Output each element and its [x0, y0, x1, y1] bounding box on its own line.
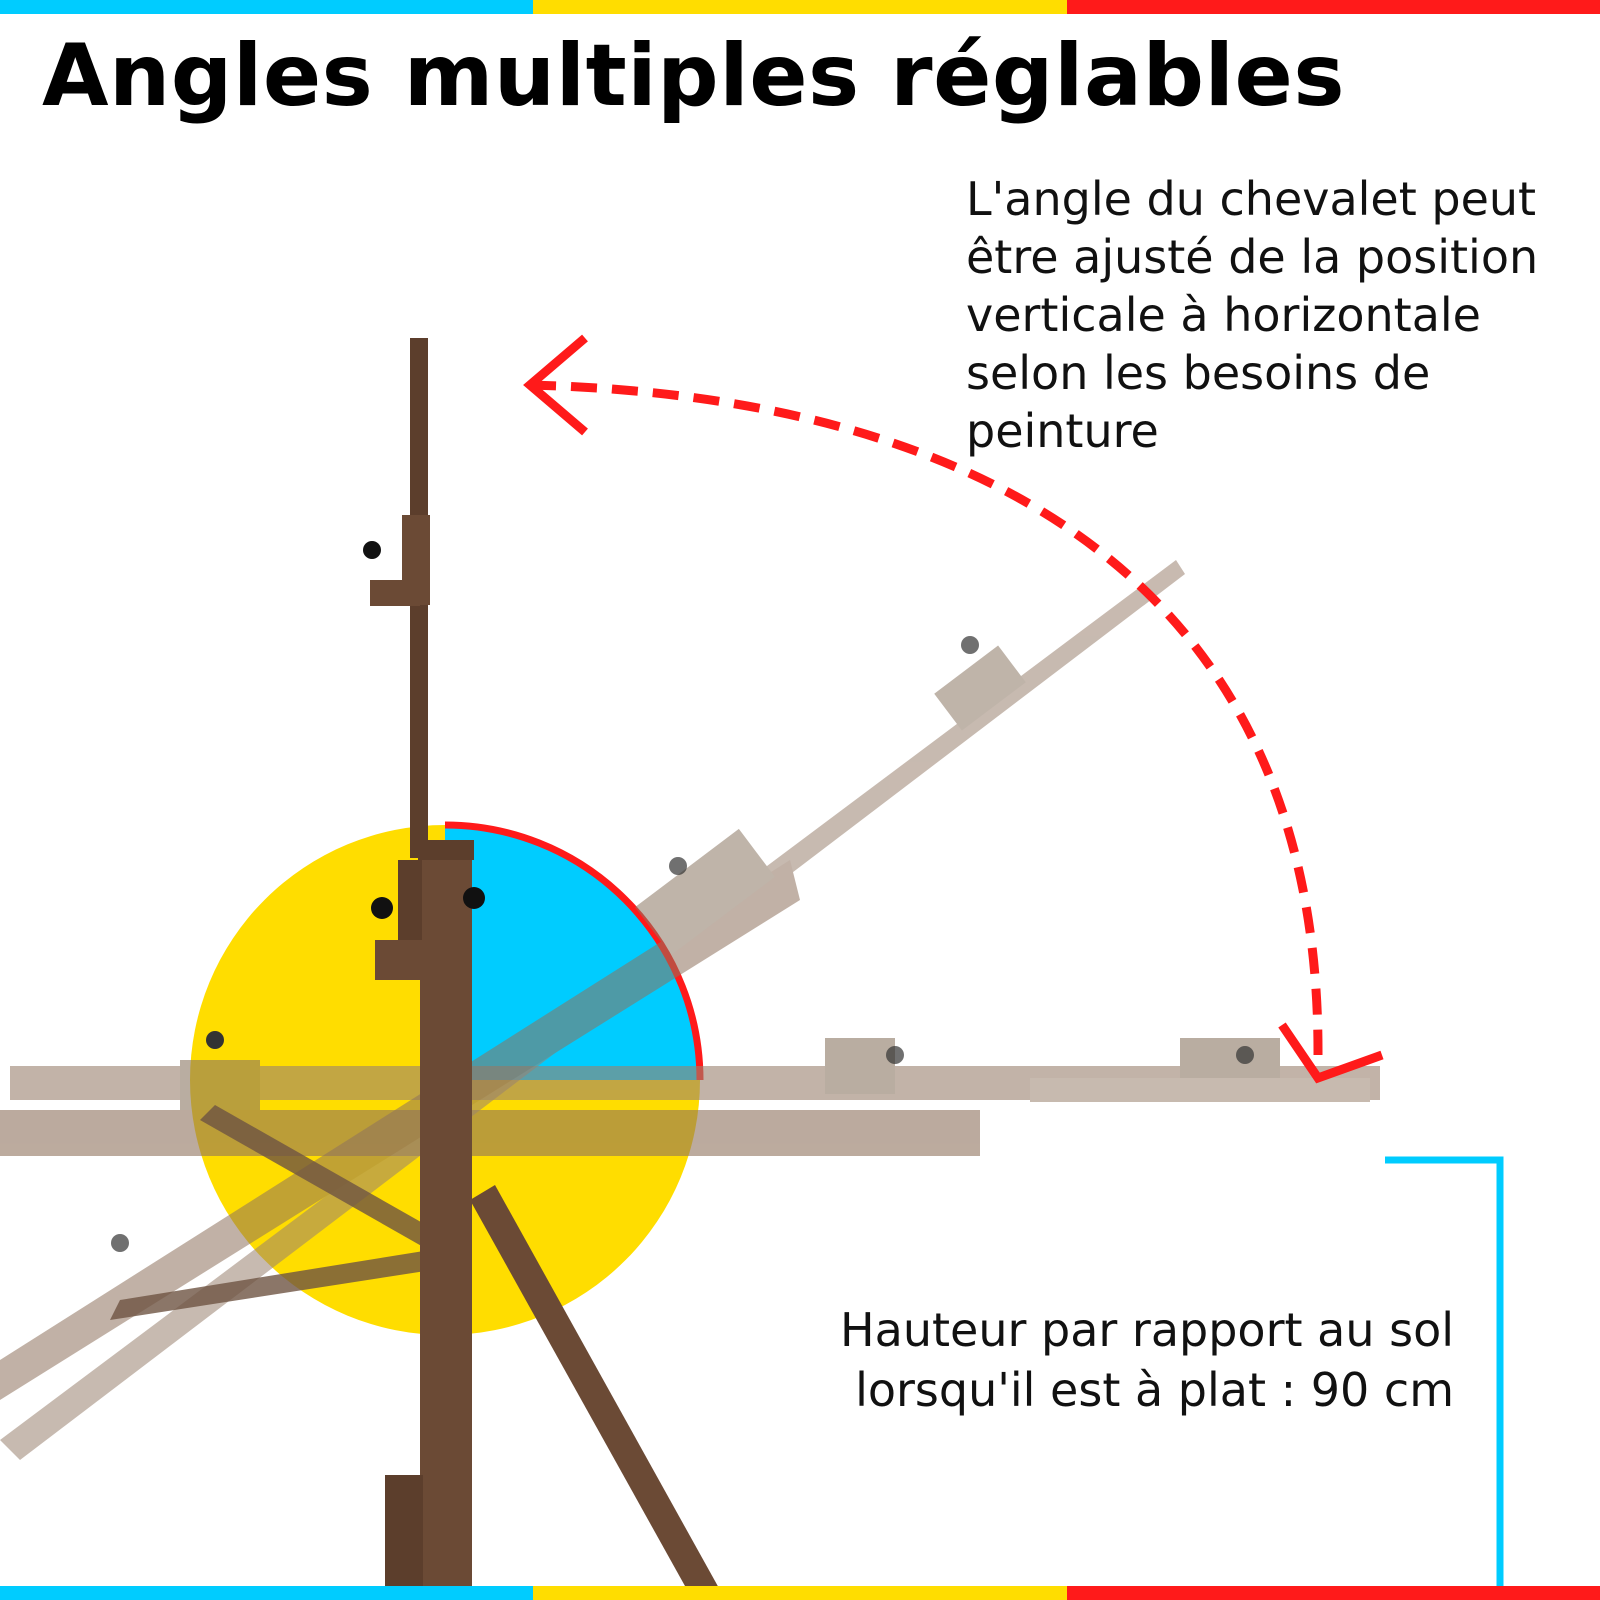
stripe-cyan	[0, 0, 534, 14]
stripe-red	[1066, 0, 1600, 14]
easel-mast	[363, 338, 485, 1600]
easel-inclined-ghost	[0, 560, 1185, 1460]
curved-arrow-icon	[523, 334, 1384, 1084]
height-note-line1: Hauteur par rapport au sol	[840, 1303, 1454, 1357]
stripe-yellow	[533, 0, 1067, 14]
angle-description: L'angle du chevalet peut être ajusté de …	[966, 172, 1539, 458]
knob-icons	[111, 636, 1254, 1252]
angle-arc	[444, 821, 704, 1081]
top-color-stripe	[0, 0, 1600, 14]
stripe-red	[1066, 1586, 1600, 1600]
height-bracket-icon	[1385, 1156, 1504, 1586]
stripe-yellow	[533, 1586, 1067, 1600]
angle-sector-icon	[445, 825, 700, 1080]
page-title: Angles multiples réglables	[42, 26, 1346, 126]
easel-horizontal-ghost	[0, 1038, 1380, 1156]
bottom-color-stripe	[0, 1586, 1600, 1600]
height-note: Hauteur par rapport au sol lorsqu'il est…	[734, 1300, 1454, 1420]
easel-legs	[110, 1105, 720, 1595]
stripe-cyan	[0, 1586, 534, 1600]
height-note-line2: lorsqu'il est à plat : 90 cm	[855, 1363, 1454, 1417]
